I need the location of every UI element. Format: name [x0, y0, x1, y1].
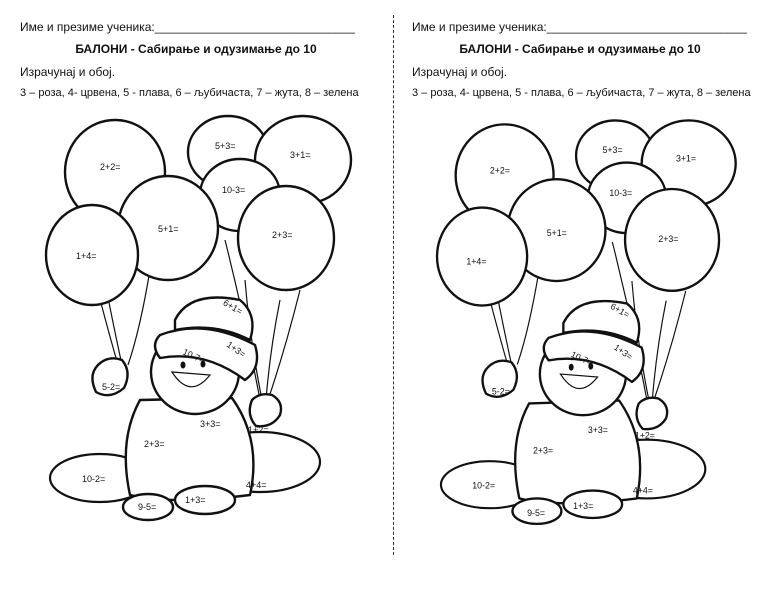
balloon-label: 5+3=: [603, 145, 623, 155]
worksheet-title: БАЛОНИ - Сабирање и одузимање до 10: [75, 42, 317, 56]
color-legend: 3 – роза, 4- црвена, 5 - плава, 6 – љуби…: [20, 87, 359, 99]
balloon-coloring-picture: 2+2= 5+3= 3+1= 10-3= 5+1= 2+3= 1+4= 6+1=…: [435, 119, 737, 526]
instruction-text: Израчунај и обој.: [20, 65, 116, 79]
left-foot: [511, 497, 563, 526]
foot-label: 1+3=: [573, 501, 593, 511]
figure-mouth: [170, 371, 212, 388]
worksheet-title: БАЛОНИ - Сабирање и одузимање до 10: [459, 42, 701, 56]
left-hand: [481, 359, 519, 398]
balloon-coloring-picture: 2+2= 5+3= 3+1= 10-3= 5+1= 2+3= 1+4= 6+1=…: [44, 114, 353, 522]
balloon-label: 2+2=: [490, 165, 510, 175]
balloon-label: 5+3=: [215, 141, 236, 151]
student-name-line: Име и презиме ученика:__________________…: [412, 20, 747, 34]
balloon-label: 10-3=: [609, 188, 632, 198]
right-hand: [635, 396, 669, 431]
balloon-label: 1+4=: [466, 256, 486, 266]
cut-line-divider: [393, 15, 394, 555]
balloon-label: 5+1=: [547, 228, 567, 238]
balloon-label: 2+2=: [100, 162, 121, 172]
hand-label: 1+2=: [635, 431, 655, 441]
color-legend: 3 – роза, 4- црвена, 5 - плава, 6 – љуби…: [412, 87, 751, 99]
balloon: [435, 206, 529, 307]
body-label: 3+3=: [588, 425, 608, 435]
balloon-label: 3+1=: [676, 154, 696, 164]
foot-label: 1+3=: [185, 495, 206, 505]
balloon-label: 3+1=: [290, 150, 311, 160]
worksheet-right: Име и презиме ученика:__________________…: [392, 0, 768, 594]
body-label: 3+3=: [200, 419, 221, 429]
hat-brim: [542, 330, 645, 384]
body-label: 2+3=: [533, 445, 553, 455]
balloon-label: 10-3=: [222, 185, 245, 195]
hand-label: 5-2=: [492, 387, 510, 397]
worksheet-left: Име и презиме ученика:__________________…: [20, 20, 359, 522]
hand-label: 5-2=: [102, 382, 120, 392]
left-foot: [121, 492, 175, 522]
balloon: [44, 203, 140, 307]
puddle-label: 4+4=: [633, 486, 653, 496]
balloon-label: 2+3=: [658, 234, 678, 244]
figure-mouth: [559, 373, 599, 390]
foot-label: 9-5=: [527, 508, 545, 518]
left-hand: [91, 357, 129, 397]
right-foot: [173, 484, 237, 516]
instruction-text: Израчунај и обој.: [412, 65, 508, 79]
balloon-label: 2+3=: [272, 230, 293, 240]
puddle-label: 10-2=: [472, 481, 495, 491]
balloon: [236, 184, 336, 292]
body-label: 2+3=: [144, 439, 165, 449]
right-hand: [248, 392, 283, 428]
balloon-label: 5+1=: [158, 224, 179, 234]
puddle-label: 4+4=: [246, 480, 267, 490]
right-foot: [562, 489, 624, 520]
hand-label: 1+2=: [248, 425, 269, 435]
balloon: [623, 187, 721, 293]
hat-brim: [153, 327, 259, 382]
student-name-line: Име и презиме ученика:__________________…: [20, 20, 355, 34]
puddle-label: 10-2=: [82, 474, 105, 484]
foot-label: 9-5=: [138, 502, 156, 512]
balloon-label: 1+4=: [76, 251, 97, 261]
